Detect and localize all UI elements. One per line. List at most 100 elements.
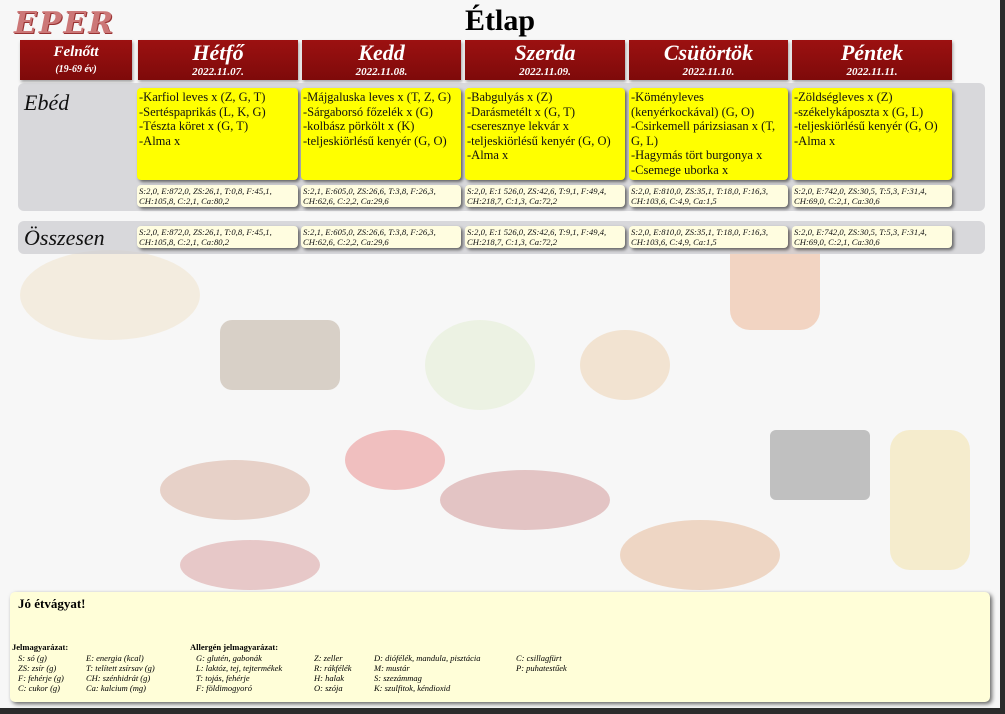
menu-item: -cseresznye lekvár x	[467, 119, 570, 133]
day-date: 2022.11.09.	[519, 66, 571, 78]
nutrition-day-5: S:2,0, E:742,0, ZS:30,5, T:5,3, F:31,4, …	[792, 185, 952, 207]
menu-item: -Májgaluska leves x (T, Z, G)	[303, 90, 451, 104]
header-adult: Felnőtt (19-69 év)	[20, 40, 132, 80]
allergen-entry: P: puhatestűek	[516, 663, 567, 673]
allergen-entry: D: diófélék, mandula, pisztácia	[374, 653, 481, 663]
legend-entry: C: cukor (g)	[18, 683, 61, 693]
allergen-column-3: D: diófélék, mandula, pisztácia M: mustá…	[374, 653, 480, 693]
total-day-2: S:2,1, E:605,0, ZS:26,6, T:3,8, F:26,3, …	[301, 226, 461, 248]
oil-bottle-decoration	[890, 430, 970, 570]
menu-item: -Sertéspaprikás (L, K, G)	[139, 104, 266, 119]
sausage-decoration	[160, 460, 310, 520]
tomato-decoration	[345, 430, 445, 490]
allergen-entry: M: mustár	[374, 663, 410, 673]
header-day-1: Hétfő 2022.11.07.	[138, 40, 298, 80]
menu-item: -kolbász pörkölt x (K)	[303, 119, 415, 133]
page-title: Étlap	[464, 4, 536, 37]
allergen-entry: S: szezámmag	[374, 673, 422, 683]
allergen-column-1: G: glutén, gabonák L: laktóz, tej, tejte…	[196, 653, 282, 693]
allergen-entry: G: glutén, gabonák	[196, 653, 262, 663]
menu-item: -teljeskiörlésű kenyér (G, O)	[794, 119, 938, 133]
bread-decoration	[20, 250, 200, 340]
allergen-entry: C: csillagfürt	[516, 653, 562, 663]
nutrition-day-4: S:2,0, E:810,0, ZS:35,1, T:18,0, F:16,3,…	[629, 185, 788, 207]
allergen-entry: O: szója	[314, 683, 343, 693]
allergen-column-2: Z: zeller R: rákfélék H: halak O: szója	[314, 653, 352, 693]
footer-panel: Jó étvágyat! Jelmagyarázat: S: só (g) ZS…	[10, 592, 990, 702]
day-name: Kedd	[358, 40, 405, 65]
menu-item: -Zöldségleves x (Z)	[794, 90, 893, 104]
meal-day-3: -Babgulyás x (Z) -Darásmetélt x (G, T) -…	[465, 88, 625, 180]
menu-item: -Alma x	[139, 133, 181, 148]
allergen-entry: T: tojás, fehérje	[196, 673, 250, 683]
meal-day-5: -Zöldségleves x (Z) -székelykáposzta x (…	[792, 88, 952, 180]
allergen-entry: L: laktóz, tej, tejtermékek	[196, 663, 283, 673]
day-date: 2022.11.08.	[355, 66, 408, 78]
bun-decoration	[580, 330, 670, 400]
total-day-4: S:2,0, E:810,0, ZS:35,1, T:18,0, F:16,3,…	[629, 226, 788, 248]
legend-entry: S: só (g)	[18, 653, 47, 663]
menu-item: -Hagymás tört burgonya x	[631, 148, 763, 162]
pizza-decoration	[620, 520, 780, 590]
header-day-2: Kedd 2022.11.08.	[302, 40, 461, 80]
menu-item: -Darásmetélt x (G, T)	[467, 104, 576, 119]
allergen-entry: R: rákfélék	[314, 663, 352, 673]
header-adult-age: (19-69 év)	[55, 64, 97, 75]
menu-item: -Sárgaborsó főzelék x (G)	[303, 104, 433, 119]
salami-decoration	[180, 540, 320, 590]
chocolate-decoration	[770, 430, 870, 500]
meal-day-4: -Köményleves (kenyérkockával) (G, O) -Cs…	[629, 88, 788, 180]
legend-entry: F: fehérje (g)	[18, 673, 64, 683]
legend-entry: ZS: zsír (g)	[18, 663, 57, 673]
allergen-column-4: C: csillagfürt P: puhatestűek	[516, 653, 567, 673]
header-day-3: Szerda 2022.11.09.	[465, 40, 625, 80]
allergen-entry: Z: zeller	[314, 653, 343, 663]
legend-entry: E: energia (kcal)	[86, 653, 144, 663]
legend-title: Jelmagyarázat:	[12, 642, 69, 652]
header-day-4: Csütörtök 2022.11.10.	[629, 40, 788, 80]
cauliflower-decoration	[425, 320, 535, 410]
day-name: Péntek	[840, 40, 904, 65]
rye-bread-decoration	[220, 320, 340, 390]
lunch-label: Ebéd	[24, 90, 70, 115]
total-label: Összesen	[24, 225, 105, 250]
day-date: 2022.11.10.	[682, 66, 735, 78]
menu-item: -teljeskiörlésű kenyér (G, O)	[303, 133, 447, 148]
menu-item: -Karfiol leves x (Z, G, T)	[139, 90, 266, 104]
header-adult-label: Felnőtt	[53, 44, 99, 60]
allergen-title: Allergén jelmagyarázat:	[190, 642, 279, 652]
menu-item: -Köményleves (kenyérkockával) (G, O)	[631, 90, 755, 119]
menu-item: -Babgulyás x (Z)	[467, 90, 553, 104]
menu-item: -székelykáposzta x (G, L)	[794, 104, 924, 119]
legend-column-1: S: só (g) ZS: zsír (g) F: fehérje (g) C:…	[18, 653, 64, 693]
day-name: Szerda	[514, 40, 576, 65]
header-day-5: Péntek 2022.11.11.	[792, 40, 952, 80]
menu-item: -Csirkemell párizsiasan x (T, G, L)	[631, 119, 776, 148]
day-date: 2022.11.11.	[846, 66, 898, 78]
total-day-1: S:2,0, E:872,0, ZS:26,1, T:0,8, F:45,1, …	[137, 226, 298, 248]
nutrition-day-3: S:2,0, E:1 526,0, ZS:42,6, T:9,1, F:49,4…	[465, 185, 625, 207]
menu-item: -Csemege uborka x	[631, 162, 729, 177]
total-day-3: S:2,0, E:1 526,0, ZS:42,6, T:9,1, F:49,4…	[465, 226, 625, 248]
nutrition-day-1: S:2,0, E:872,0, ZS:26,1, T:0,8, F:45,1, …	[137, 185, 298, 207]
allergen-entry: H: halak	[314, 673, 344, 683]
allergen-entry: K: szulfitok, kéndioxid	[374, 683, 451, 693]
day-name: Csütörtök	[663, 40, 754, 65]
menu-item: -Alma x	[467, 148, 509, 162]
meal-day-1: -Karfiol leves x (Z, G, T) -Sertéspaprik…	[137, 88, 298, 180]
legend-entry: T: telített zsírsav (g)	[86, 663, 155, 673]
legend-column-2: E: energia (kcal) T: telített zsírsav (g…	[86, 653, 155, 693]
menu-item: -Tészta köret x (G, T)	[139, 119, 249, 133]
meal-day-2: -Májgaluska leves x (T, Z, G) -Sárgabors…	[301, 88, 461, 180]
appetite-text: Jó étvágyat!	[18, 596, 86, 611]
menu-item: -Alma x	[794, 133, 836, 148]
total-day-5: S:2,0, E:742,0, ZS:30,5, T:5,3, F:31,4, …	[792, 226, 952, 248]
day-name: Hétfő	[192, 40, 244, 65]
legend-entry: CH: szénhidrát (g)	[86, 673, 151, 683]
allergen-entry: F: földimogyoró	[196, 683, 252, 693]
eper-logo: EPER	[14, 6, 116, 41]
menu-item: -teljeskiörlésű kenyér (G, O)	[467, 133, 611, 148]
nutrition-day-2: S:2,1, E:605,0, ZS:26,6, T:3,8, F:26,3, …	[301, 185, 461, 207]
ring-sausage-decoration	[440, 470, 610, 530]
